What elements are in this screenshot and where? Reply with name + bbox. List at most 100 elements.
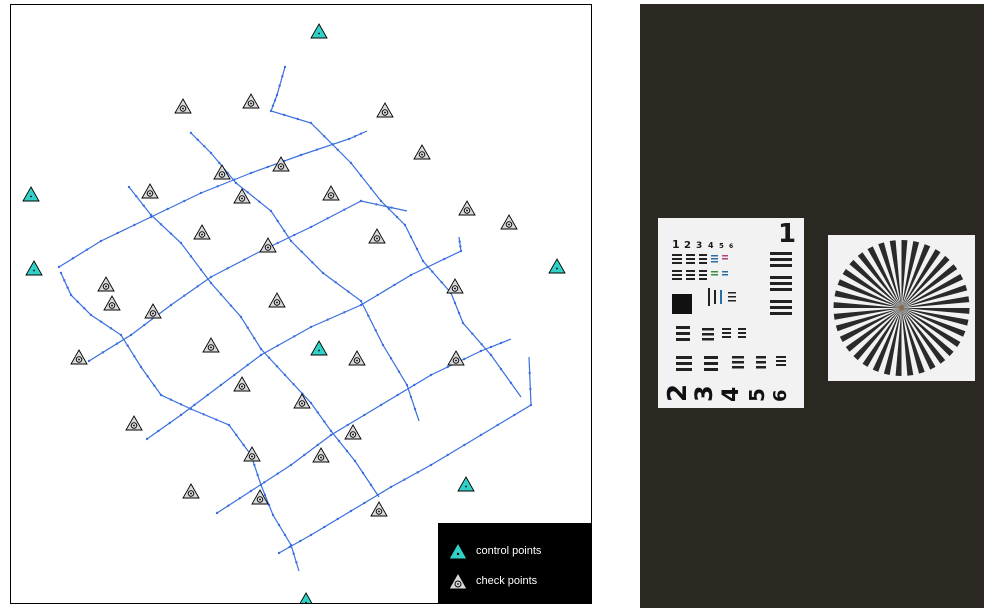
survey-vertex [338, 440, 340, 442]
resolution-chart-digit: 2 [684, 240, 691, 251]
survey-vertex [157, 430, 159, 432]
survey-vertex [240, 316, 242, 318]
survey-vertex [190, 255, 192, 257]
survey-vertex [183, 294, 185, 296]
survey-vertex [120, 334, 122, 336]
survey-vertex [250, 490, 252, 492]
survey-vertex [230, 304, 232, 306]
survey-vertex [528, 372, 530, 374]
survey-vertex [260, 348, 262, 350]
survey-line [59, 131, 367, 267]
legend: control points check points [438, 523, 591, 603]
resolution-chart-digit: 6 [729, 243, 733, 250]
survey-vertex [316, 411, 318, 413]
survey-vertex [76, 300, 78, 302]
control-point-icon [23, 187, 39, 201]
survey-vertex [235, 434, 237, 436]
check-point-icon [203, 338, 219, 352]
survey-vertex [292, 383, 294, 385]
survey-vertex [128, 186, 130, 188]
survey-vertex [216, 185, 218, 187]
survey-vertex [200, 268, 202, 270]
survey-vertex [363, 502, 365, 504]
survey-vertex [323, 526, 325, 528]
survey-vertex [500, 368, 502, 370]
survey-vertex [396, 394, 398, 396]
check-point-icon [71, 350, 87, 364]
survey-vertex [146, 375, 148, 377]
survey-vertex [170, 304, 172, 306]
survey-vertex [146, 438, 148, 440]
control-point-icon [448, 542, 468, 560]
survey-vertex [310, 534, 312, 536]
survey-vertex [90, 314, 92, 316]
survey-vertex [210, 276, 212, 278]
survey-vertex [323, 135, 325, 137]
survey-vertex [422, 260, 424, 262]
survey-vertex [458, 240, 460, 242]
check-point-icon [447, 279, 463, 293]
survey-vertex [170, 232, 172, 234]
survey-vertex [334, 281, 336, 283]
survey-vertex [416, 471, 418, 473]
survey-vertex [403, 478, 405, 480]
survey-vertex [490, 346, 492, 348]
survey-vertex [376, 294, 378, 296]
survey-vertex [380, 200, 382, 202]
survey-vertex [276, 220, 278, 222]
check-point-icon [371, 502, 387, 516]
survey-vertex [343, 311, 345, 313]
check-point-icon [414, 145, 430, 159]
survey-vertex [375, 203, 377, 205]
survey-vertex [496, 424, 498, 426]
survey-vertex [160, 223, 162, 225]
survey-vertex [246, 191, 248, 193]
survey-vertex [166, 208, 168, 210]
check-point-icon [126, 416, 142, 430]
survey-vertex [126, 344, 128, 346]
survey-vertex [440, 281, 442, 283]
survey-vertex [299, 540, 301, 542]
survey-vertex [102, 351, 104, 353]
resolution-chart: 123456 1 [658, 218, 804, 408]
survey-vertex [168, 422, 170, 424]
survey-vertex [88, 360, 90, 362]
survey-vertex [243, 258, 245, 260]
legend-check-label: check points [476, 575, 537, 587]
survey-vertex [346, 424, 348, 426]
survey-vertex [203, 145, 205, 147]
survey-vertex [256, 474, 258, 476]
survey-vertex [330, 434, 332, 436]
check-point-icon [459, 201, 475, 215]
survey-vertex [316, 444, 318, 446]
survey-vertex [264, 494, 266, 496]
survey-vertex [60, 272, 62, 274]
survey-vertex [350, 510, 352, 512]
survey-vertex [278, 84, 280, 86]
resolution-chart-digit: 5 [719, 242, 724, 250]
survey-vertex [233, 374, 235, 376]
survey-vertex [83, 307, 85, 309]
survey-vertex [390, 206, 392, 208]
survey-vertex [216, 512, 218, 514]
survey-vertex [133, 355, 135, 357]
survey-vertex [284, 374, 286, 376]
survey-vertex [160, 394, 162, 396]
survey-vertex [202, 413, 204, 415]
check-point-icon [145, 304, 161, 318]
survey-vertex [326, 217, 328, 219]
survey-vertex [336, 148, 338, 150]
survey-vertex [58, 266, 60, 268]
survey-vertex [66, 286, 68, 288]
check-point-icon [377, 103, 393, 117]
survey-vertex [463, 444, 465, 446]
survey-vertex [454, 302, 456, 304]
survey-vertex [196, 285, 198, 287]
survey-vertex [260, 484, 262, 486]
survey-vertex [180, 403, 182, 405]
control-point-icon [298, 593, 314, 603]
survey-vertex [388, 208, 390, 210]
resolution-chart-big-digit: 3 [690, 385, 718, 402]
survey-vertex [529, 388, 531, 390]
